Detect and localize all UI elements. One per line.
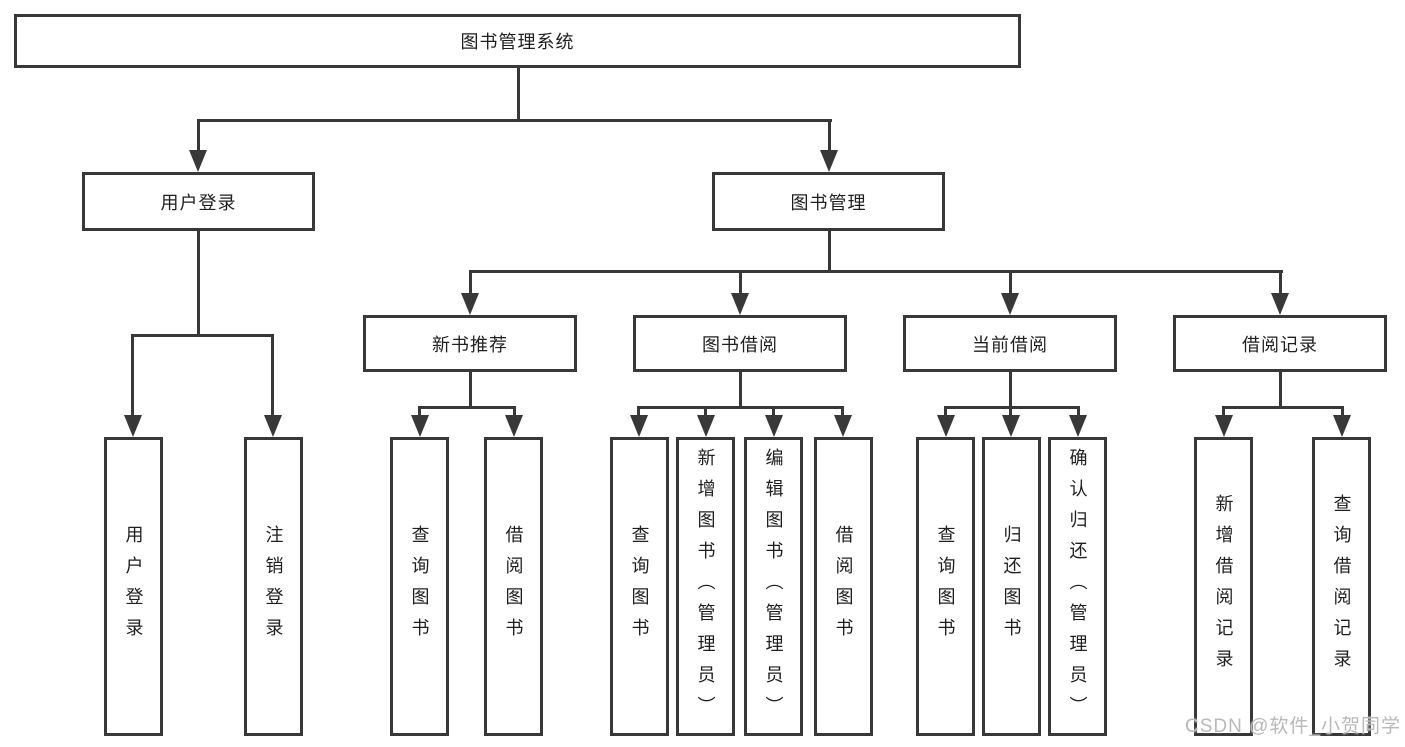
node-new-book-recommend: 新书推荐 — [363, 315, 577, 372]
leaf-label: 借阅图书 — [833, 524, 854, 649]
connector-line — [704, 406, 707, 418]
leaf-borrow-query-book: 查询图书 — [610, 437, 669, 736]
arrow-down-icon — [1271, 293, 1289, 315]
arrow-down-icon — [461, 293, 479, 315]
leaf-label: 新增图书（管理员） — [695, 448, 716, 727]
connector-line — [197, 119, 832, 122]
connector-line — [197, 231, 200, 337]
connector-line — [772, 406, 775, 418]
leaf-user-login: 用户登录 — [104, 437, 163, 736]
connector-line — [517, 68, 520, 122]
connector-line — [197, 119, 200, 153]
watermark-text: CSDN @软件_小贺同学 — [1185, 716, 1401, 737]
connector-line — [1222, 406, 1225, 418]
connector-line — [1341, 406, 1344, 418]
connector-line — [739, 270, 742, 297]
connector-line — [469, 270, 472, 297]
node-label: 借阅记录 — [1242, 334, 1318, 355]
arrow-down-icon — [1001, 293, 1019, 315]
leaf-query-borrow-record: 查询借阅记录 — [1312, 437, 1371, 736]
leaf-label: 用户登录 — [123, 524, 144, 649]
leaf-borrow-book: 借阅图书 — [814, 437, 873, 736]
connector-line — [418, 406, 421, 418]
arrow-down-icon — [765, 415, 783, 437]
connector-line — [1077, 406, 1080, 418]
leaf-label: 查询图书 — [935, 524, 956, 649]
leaf-logout: 注销登录 — [244, 437, 303, 736]
leaf-label: 查询借阅记录 — [1331, 493, 1352, 680]
connector-line — [944, 406, 1080, 409]
arrow-down-icon — [264, 415, 282, 437]
arrow-down-icon — [834, 415, 852, 437]
arrow-down-icon — [505, 415, 523, 437]
node-label: 图书管理 — [790, 192, 867, 213]
connector-line — [513, 406, 516, 418]
arrow-down-icon — [1069, 415, 1087, 437]
node-label: 图书管理系统 — [460, 32, 575, 52]
connector-line — [1222, 406, 1344, 409]
node-label: 用户登录 — [160, 192, 237, 213]
leaf-label: 归还图书 — [1001, 524, 1022, 649]
leaf-return-book: 归还图书 — [982, 437, 1041, 736]
arrow-down-icon — [697, 415, 715, 437]
node-book-management: 图书管理 — [712, 172, 945, 231]
arrow-down-icon — [124, 415, 142, 437]
connector-line — [418, 406, 516, 409]
leaf-label: 新增借阅记录 — [1213, 493, 1234, 680]
connector-line — [1279, 372, 1282, 409]
connector-line — [841, 406, 844, 418]
leaf-recommend-borrow-book: 借阅图书 — [484, 437, 543, 736]
arrow-down-icon — [630, 415, 648, 437]
arrow-down-icon — [189, 150, 207, 172]
arrow-down-icon — [731, 293, 749, 315]
leaf-label: 查询图书 — [629, 524, 650, 649]
leaf-add-book-admin: 新增图书（管理员） — [676, 437, 735, 736]
connector-line — [637, 406, 844, 409]
arrow-down-icon — [820, 150, 838, 172]
arrow-down-icon — [1333, 415, 1351, 437]
leaf-label: 编辑图书（管理员） — [763, 448, 784, 727]
leaf-current-query-book: 查询图书 — [916, 437, 975, 736]
arrow-down-icon — [1215, 415, 1233, 437]
node-user-login: 用户登录 — [82, 172, 315, 231]
leaf-label: 注销登录 — [263, 524, 284, 649]
arrow-down-icon — [937, 415, 955, 437]
connector-line — [739, 372, 742, 409]
connector-line — [637, 406, 640, 418]
connector-line — [469, 372, 472, 409]
connector-line — [1009, 270, 1012, 297]
leaf-label: 确认归还（管理员） — [1067, 448, 1088, 727]
leaf-label: 查询图书 — [409, 524, 430, 649]
connector-line — [1009, 406, 1012, 418]
node-system-root: 图书管理系统 — [14, 14, 1021, 68]
arrow-down-icon — [411, 415, 429, 437]
leaf-add-borrow-record: 新增借阅记录 — [1194, 437, 1253, 736]
leaf-confirm-return-admin: 确认归还（管理员） — [1048, 437, 1107, 736]
leaf-recommend-query-book: 查询图书 — [390, 437, 449, 736]
node-label: 图书借阅 — [702, 334, 778, 355]
connector-line — [271, 334, 274, 418]
node-book-borrow: 图书借阅 — [633, 315, 847, 372]
connector-line — [1009, 372, 1012, 409]
connector-line — [944, 406, 947, 418]
connector-line — [828, 231, 831, 273]
connector-line — [131, 334, 134, 418]
node-borrow-record: 借阅记录 — [1173, 315, 1387, 372]
node-label: 新书推荐 — [432, 334, 508, 355]
node-current-borrow: 当前借阅 — [903, 315, 1117, 372]
node-label: 当前借阅 — [972, 334, 1048, 355]
arrow-down-icon — [1002, 415, 1020, 437]
connector-line — [469, 270, 1283, 273]
connector-line — [828, 119, 831, 153]
connector-line — [1279, 270, 1282, 297]
leaf-edit-book-admin: 编辑图书（管理员） — [744, 437, 803, 736]
leaf-label: 借阅图书 — [503, 524, 524, 649]
connector-line — [131, 334, 274, 337]
